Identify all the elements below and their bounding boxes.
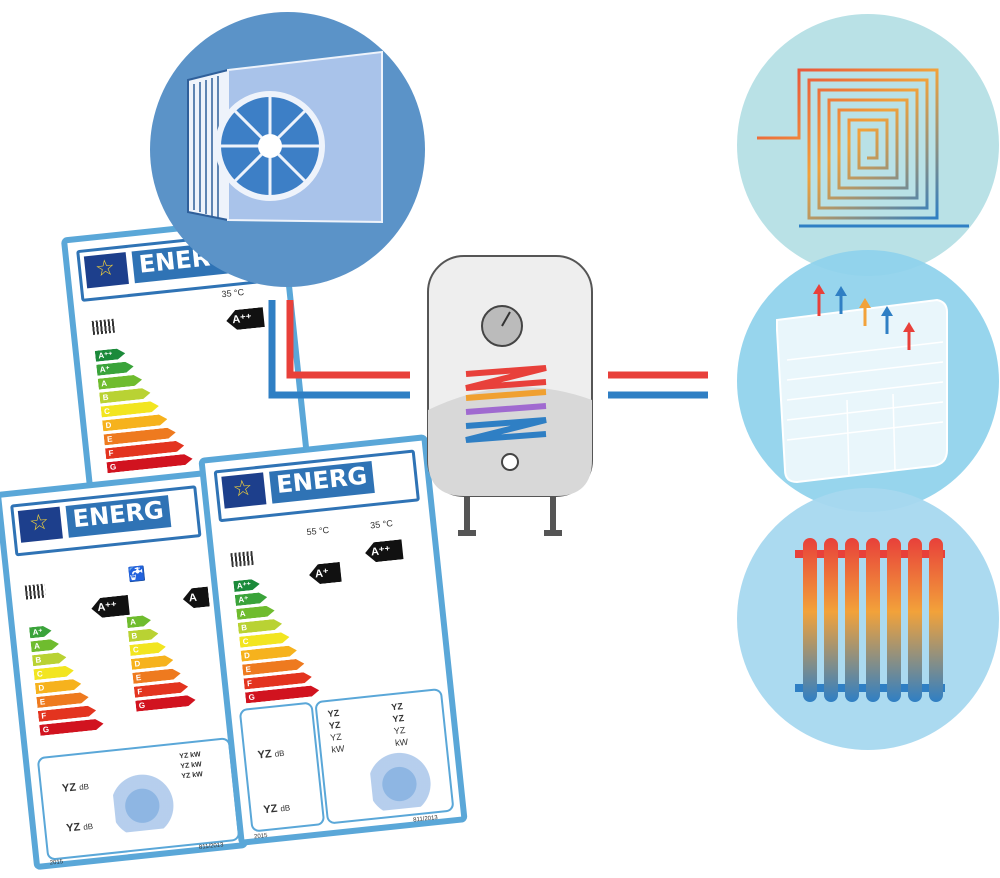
radiator-icon bbox=[795, 538, 945, 702]
water-tank-icon bbox=[427, 255, 593, 536]
underfloor-circle bbox=[737, 14, 999, 276]
underfloor-heating-icon bbox=[757, 68, 969, 228]
fan-convector-icon bbox=[776, 284, 948, 484]
heat-pump-icon bbox=[187, 50, 383, 224]
